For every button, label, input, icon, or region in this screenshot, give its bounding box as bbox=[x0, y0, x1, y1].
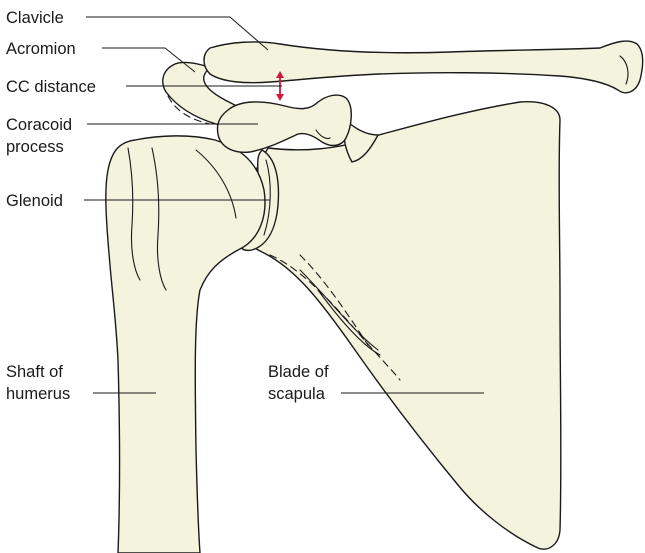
label-coracoid-line1: Coracoid bbox=[6, 116, 72, 134]
label-glenoid: Glenoid bbox=[6, 192, 63, 210]
label-clavicle: Clavicle bbox=[6, 9, 64, 27]
humerus bbox=[106, 136, 265, 553]
label-scapula-line1: Blade of bbox=[268, 363, 329, 381]
clavicle bbox=[204, 41, 643, 93]
label-scapula-line2: scapula bbox=[268, 385, 326, 403]
label-coracoid-line2: process bbox=[6, 138, 64, 156]
label-humerus-line2: humerus bbox=[6, 385, 70, 403]
label-humerus-line1: Shaft of bbox=[6, 363, 63, 381]
label-acromion: Acromion bbox=[6, 40, 76, 58]
scapula-blade bbox=[240, 102, 561, 549]
label-cc-distance: CC distance bbox=[6, 78, 96, 96]
